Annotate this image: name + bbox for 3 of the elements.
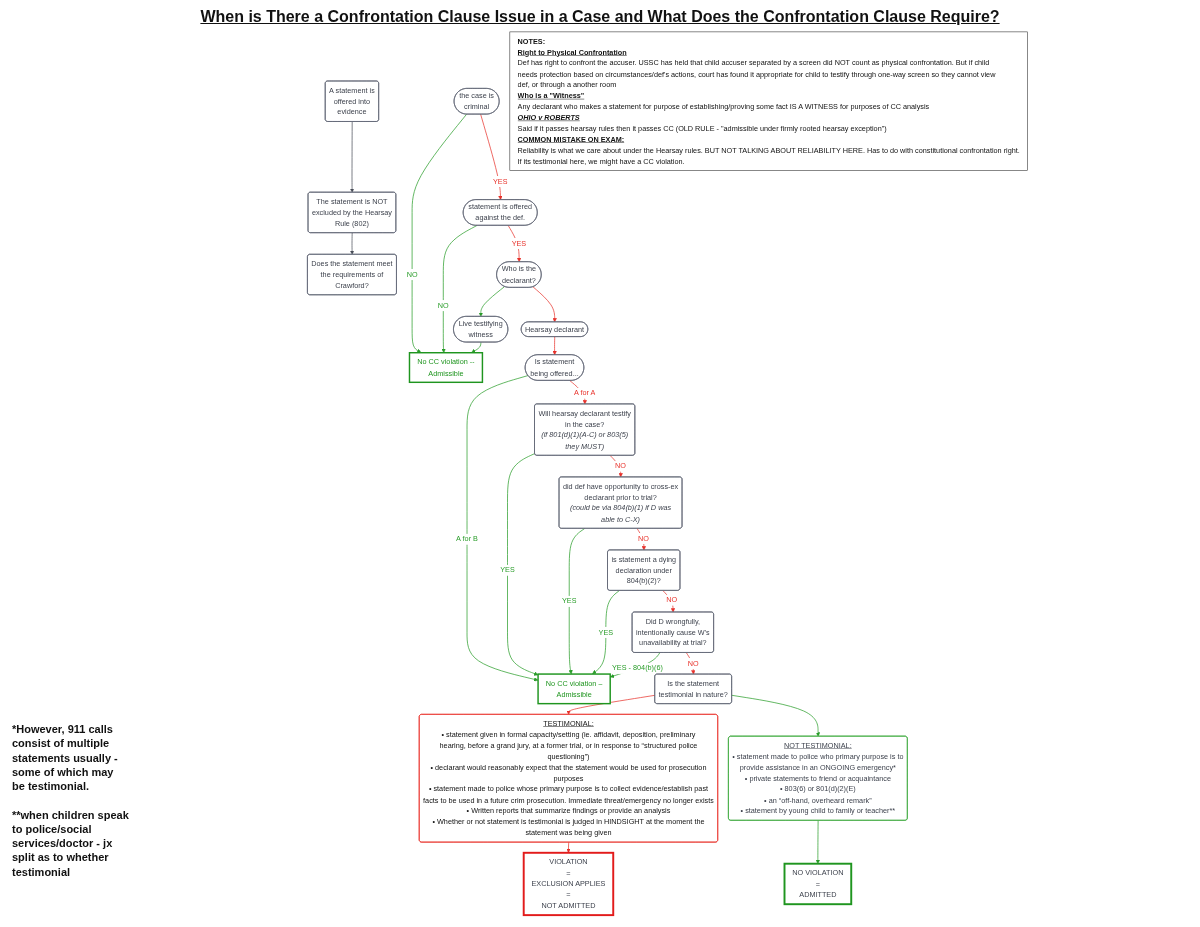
footnote: *However, 911 calls consist of multiple statements usually - some of which may be testimonial. — [12, 722, 119, 794]
footnote: **when children speak to police/social services/doctor - jx split as to whether testimonial — [12, 807, 129, 879]
diagram-title: When is There a Confrontation Clause Issue in a Case and What Does the Confrontation Clause Require? — [200, 8, 1000, 26]
